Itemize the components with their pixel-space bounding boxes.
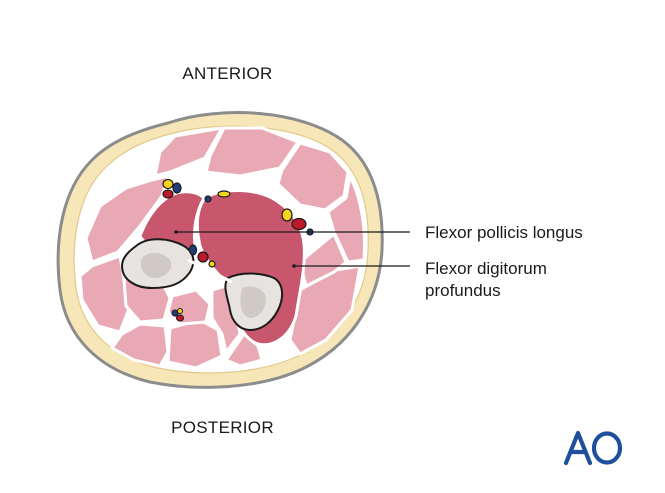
ao-logo-letter-o (591, 431, 623, 465)
label-flexor-digitorum-profundus-line2: profundus (425, 281, 501, 300)
anterior-interosseous-artery (197, 251, 209, 263)
neurovascular-bundle-radial (162, 178, 182, 199)
posterior-interosseous-nerve (177, 308, 183, 314)
radial-artery (162, 189, 174, 199)
ulnar-artery (291, 217, 307, 231)
muscle-extensor-pollicis (166, 318, 224, 370)
superficial-muscles (78, 126, 366, 370)
label-flexor-pollicis-longus: Flexor pollicis longus (425, 223, 583, 242)
neurovascular-bundle-ulnar (281, 208, 314, 236)
ao-logo: AO (563, 430, 623, 466)
neurovascular-bundle-median (204, 190, 231, 203)
bones (120, 238, 284, 332)
muscle-extensor-digitorum (110, 322, 170, 368)
label-flexor-digitorum-profundus-line1: Flexor digitorum (425, 259, 547, 278)
interosseous-membrane (187, 258, 233, 284)
radial-nerve (162, 178, 174, 190)
posterior-interosseous-artery (176, 314, 184, 322)
median-nerve (217, 190, 231, 198)
muscle-brachioradialis (153, 126, 224, 178)
radial-vein (172, 182, 182, 194)
anterior-interosseous-nerve (208, 260, 216, 268)
label-flexor-digitorum-profundus: Flexor digitorum profundus (425, 258, 547, 302)
muscle-anconeus-region (288, 264, 362, 356)
radius-marrow (140, 252, 172, 278)
posterior-label: POSTERIOR (171, 418, 274, 437)
neurovascular-bundle-posterior-interosseous (171, 308, 184, 322)
anterior-interosseous-vein (188, 244, 198, 256)
ulnar-nerve (281, 208, 293, 222)
muscle-flexor-carpi-ulnaris (326, 174, 366, 264)
leader-dot-flexor-pollicis-longus (174, 230, 178, 234)
leader-dot-flexor-digitorum-profundus (292, 264, 296, 268)
ao-logo-letter-a (563, 430, 593, 466)
muscle-palmaris-region (276, 141, 350, 212)
anterior-label: ANTERIOR (182, 64, 273, 83)
median-vein (204, 195, 212, 203)
muscle-flexor-carpi-radialis (204, 126, 300, 178)
neurovascular-bundle-anterior-interosseous (188, 244, 216, 268)
ulna-marrow (240, 286, 266, 318)
